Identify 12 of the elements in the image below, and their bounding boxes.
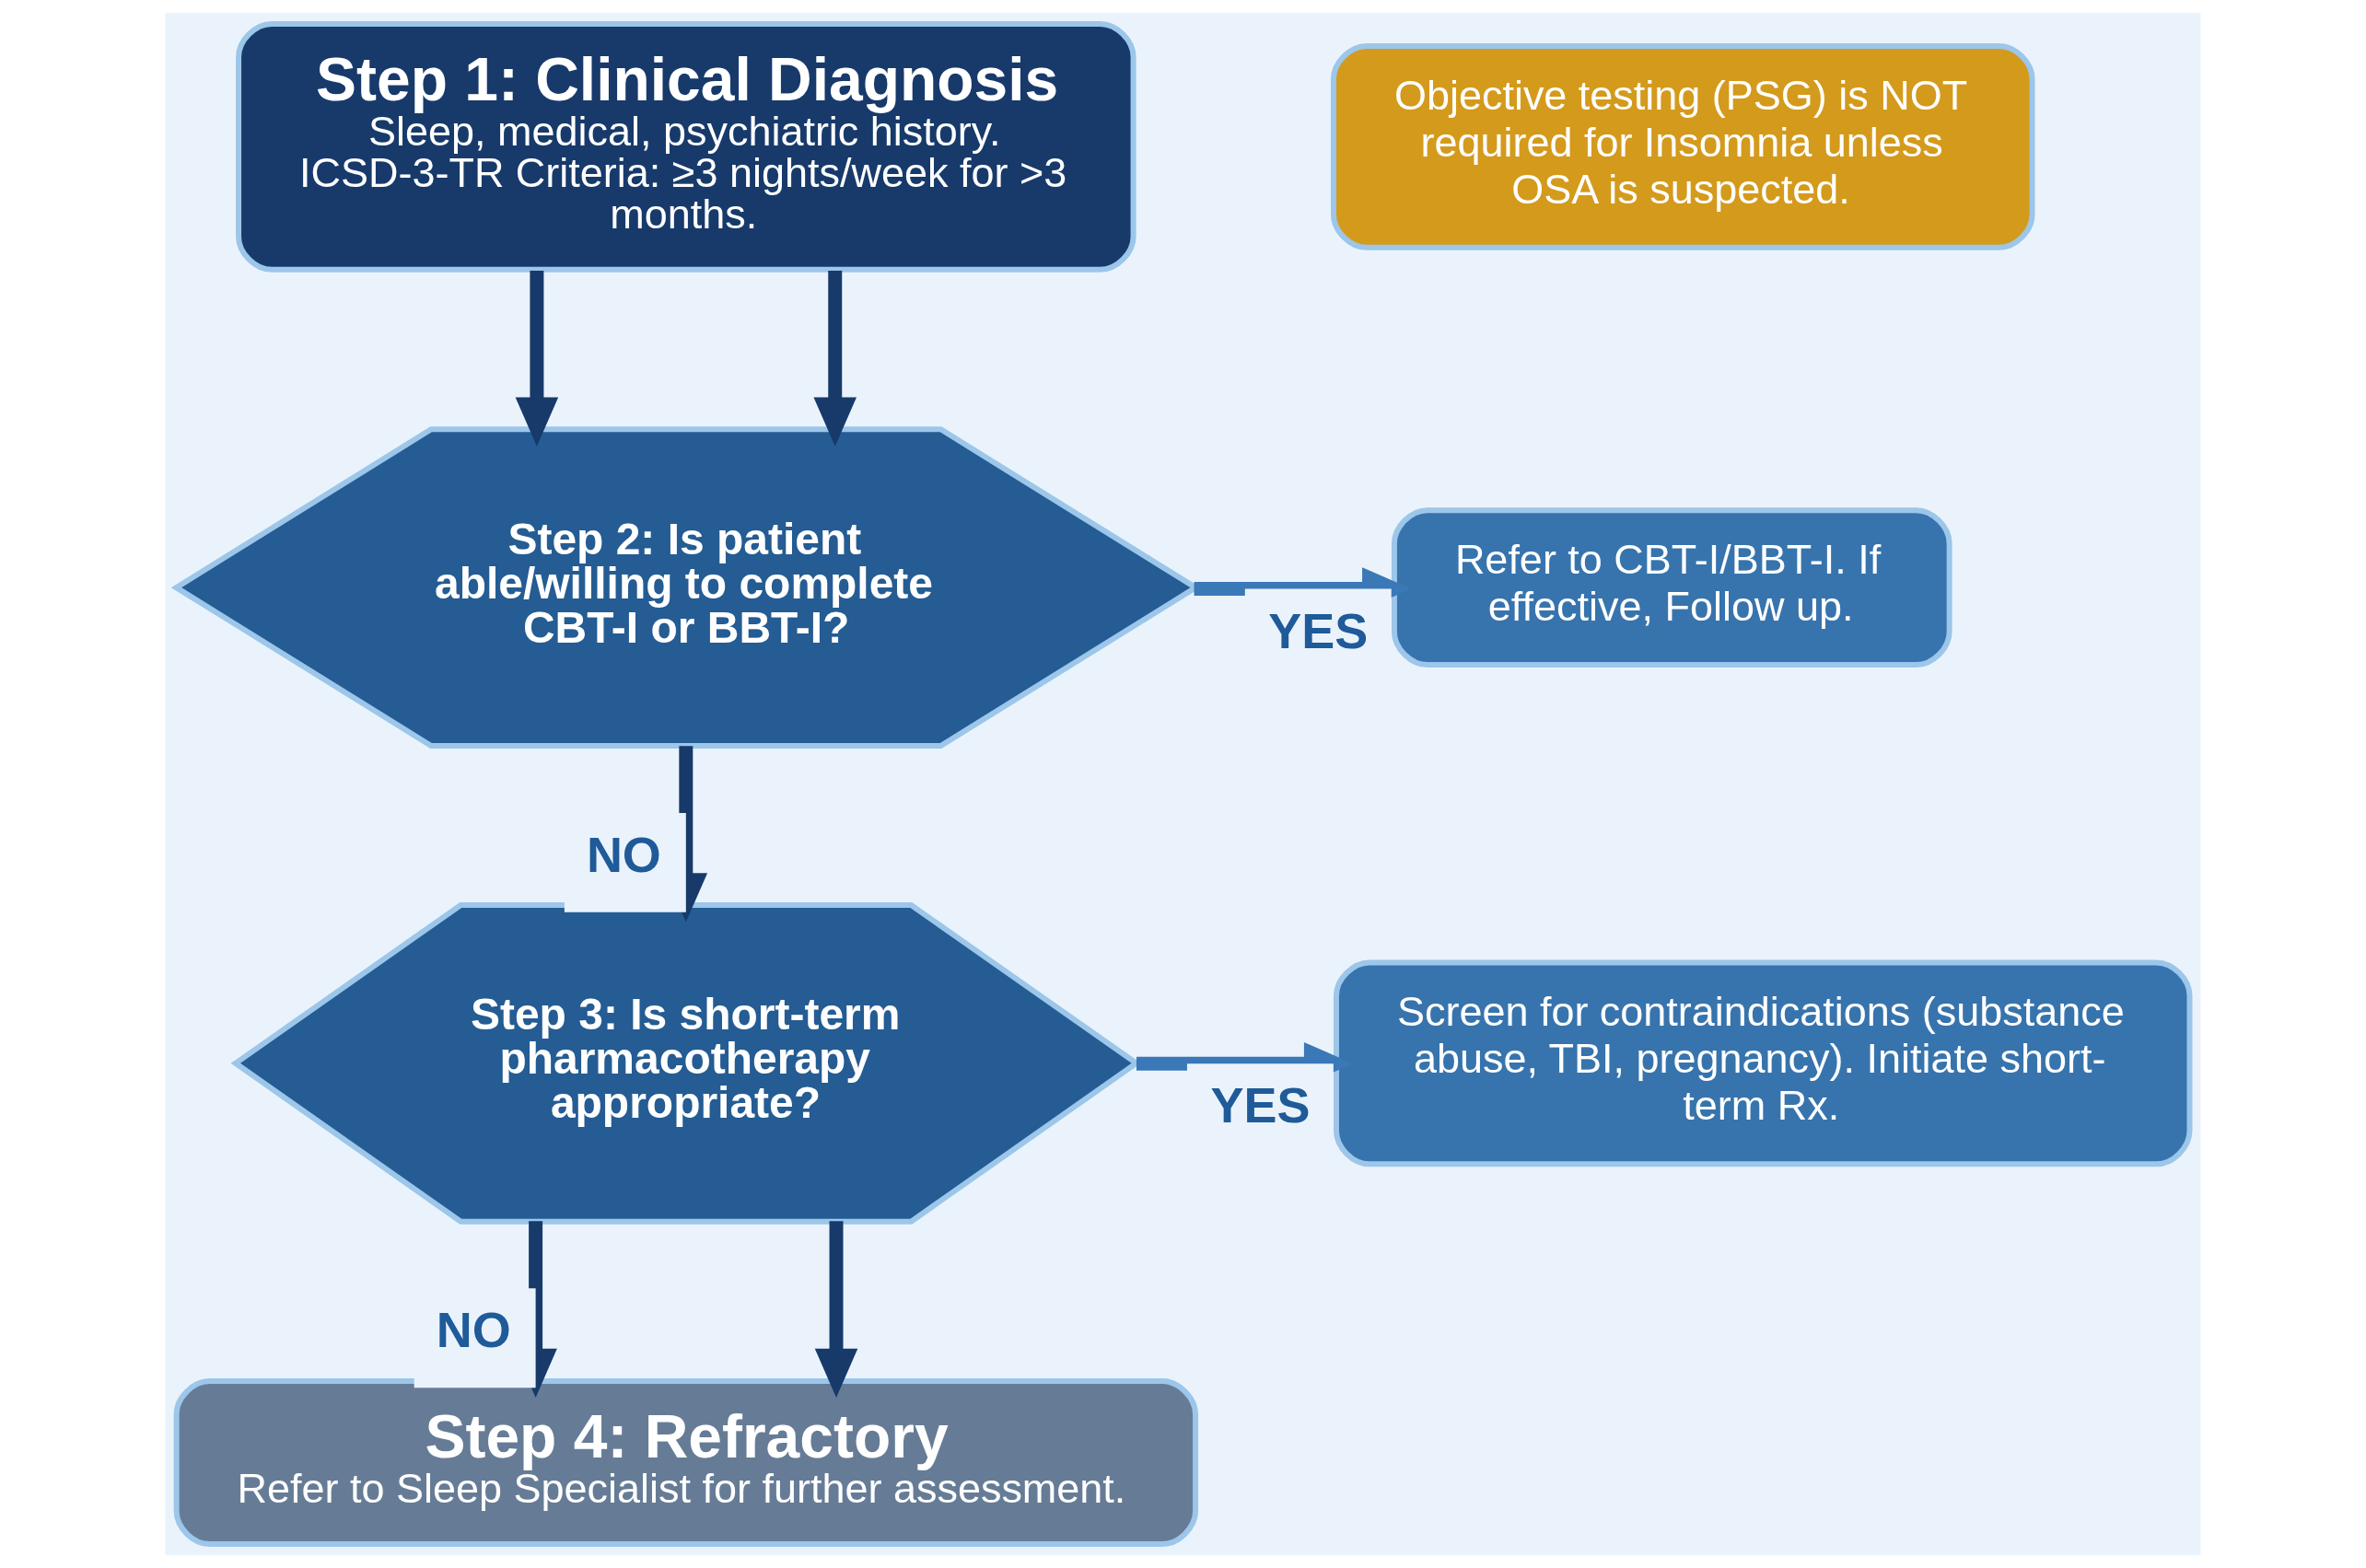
node-box: Step 4: Refractory Refer to Sleep Specialist for further assessment. [173,1378,1199,1547]
arrow [813,271,857,447]
node-box: Screen for contraindications (substance abuse, TBI, pregnancy). Initiate short-term Rx. [1333,959,2193,1167]
node-box: Refer to CBT-I/BBT-I. If effective, Follow up. [1391,507,1952,668]
node-box: Objective testing (PSG) is NOT required for Insomnia unless OSA is suspected. [1330,43,2035,250]
node-box: Step 1: Clinical Diagnosis Sleep, medical, psychiatric history. ICSD-3-TR Criteria: ≥3 nights/week for >3 months. [236,21,1136,273]
edge-label: NO [436,1302,511,1358]
arrow [515,271,559,447]
edge-label: YES [1210,1077,1311,1133]
edge-label: NO [586,827,661,883]
edge-label: YES [1268,602,1369,658]
arrow [814,1221,858,1398]
